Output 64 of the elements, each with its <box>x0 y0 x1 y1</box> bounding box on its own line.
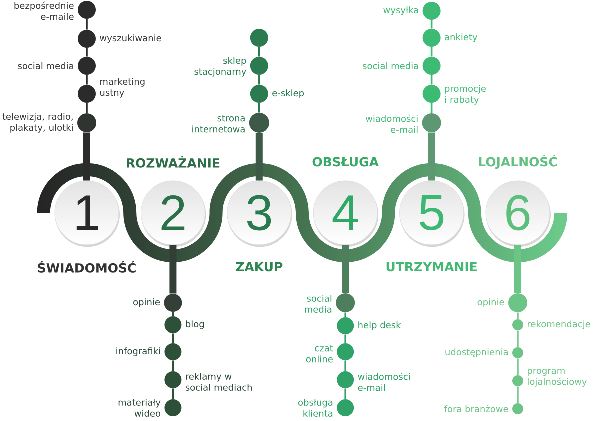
dot-label: bezpośrednie e-maile <box>14 2 74 20</box>
dot-label: udostępnienia <box>446 348 508 358</box>
connector-line <box>517 386 519 404</box>
dot-label: fora branżowe <box>444 406 508 412</box>
dot-label: obsługa klienta <box>298 399 333 417</box>
dot-label: opinie <box>134 298 160 308</box>
dot-label: telewizja, radio, plakaty, ulotki <box>2 113 73 133</box>
connector-line <box>86 48 88 57</box>
stage-title: UTRZYMANIE <box>386 262 477 272</box>
connector-line <box>428 132 436 181</box>
connector-line <box>256 133 263 181</box>
connector-line <box>344 334 346 344</box>
connector-line <box>344 360 346 372</box>
dot-label: social media <box>363 62 418 70</box>
dot-label: opinie <box>478 298 504 308</box>
dot-label: social media <box>18 62 74 70</box>
connector-line <box>430 20 433 29</box>
stage-title: OBSŁUGA <box>312 157 379 167</box>
connector-line <box>258 75 260 85</box>
connector-line <box>172 312 174 316</box>
connector-line <box>258 103 260 113</box>
connector-line <box>517 358 519 376</box>
dot-label: sklep stacjonarny <box>194 57 246 77</box>
dot-label: wiadomości e-mail <box>358 372 410 392</box>
dot-label: help desk <box>358 322 402 330</box>
dot-label: infografiki <box>116 348 160 356</box>
timeline-dot <box>250 29 268 47</box>
stage-title: ŚWIADOMOŚĆ <box>38 261 136 273</box>
dot-label: rekomendacje <box>528 320 590 330</box>
dot-label: ankiety <box>445 34 478 42</box>
dot-label: marketing ustny <box>100 78 145 98</box>
stage-title: ZAKUP <box>236 262 283 272</box>
dot-label: wyszukiwanie <box>100 34 162 44</box>
dot-label: e-sklep <box>272 90 304 98</box>
connector-line <box>517 330 519 348</box>
dot-label: materiały wideo <box>118 399 161 417</box>
connector-line <box>170 245 177 294</box>
connector-line <box>517 312 519 320</box>
dot-label: reklamy w social mediach <box>186 373 252 391</box>
connector-line <box>84 132 90 181</box>
connector-line <box>342 245 350 294</box>
connector-line <box>258 47 260 57</box>
dot-label: blog <box>186 320 204 330</box>
connector-line <box>86 75 88 85</box>
dot-label: strona internetowa <box>192 115 245 133</box>
connector-line <box>514 245 522 294</box>
dot-label: wiadomości e-mail <box>366 114 418 134</box>
dot-label: promocje i rabaty <box>445 85 486 105</box>
dot-label: program lojalnościowy <box>528 369 588 387</box>
stage-title: ROZWAŻANIE <box>127 156 220 168</box>
dot-label: social media <box>305 295 332 313</box>
stage-title: LOJALNOŚĆ <box>479 154 558 170</box>
connector-line <box>172 334 174 344</box>
connector-line <box>86 19 88 30</box>
connector-line <box>86 103 88 114</box>
connector-line <box>344 312 346 318</box>
connector-line <box>430 47 433 57</box>
dot-label: czat online <box>306 345 334 363</box>
connector-line <box>430 103 433 114</box>
connector-line <box>172 360 174 372</box>
dot-label: wysyłka <box>384 6 418 16</box>
connector-line <box>172 388 174 400</box>
connector-line <box>344 388 346 400</box>
connector-line <box>430 75 433 85</box>
